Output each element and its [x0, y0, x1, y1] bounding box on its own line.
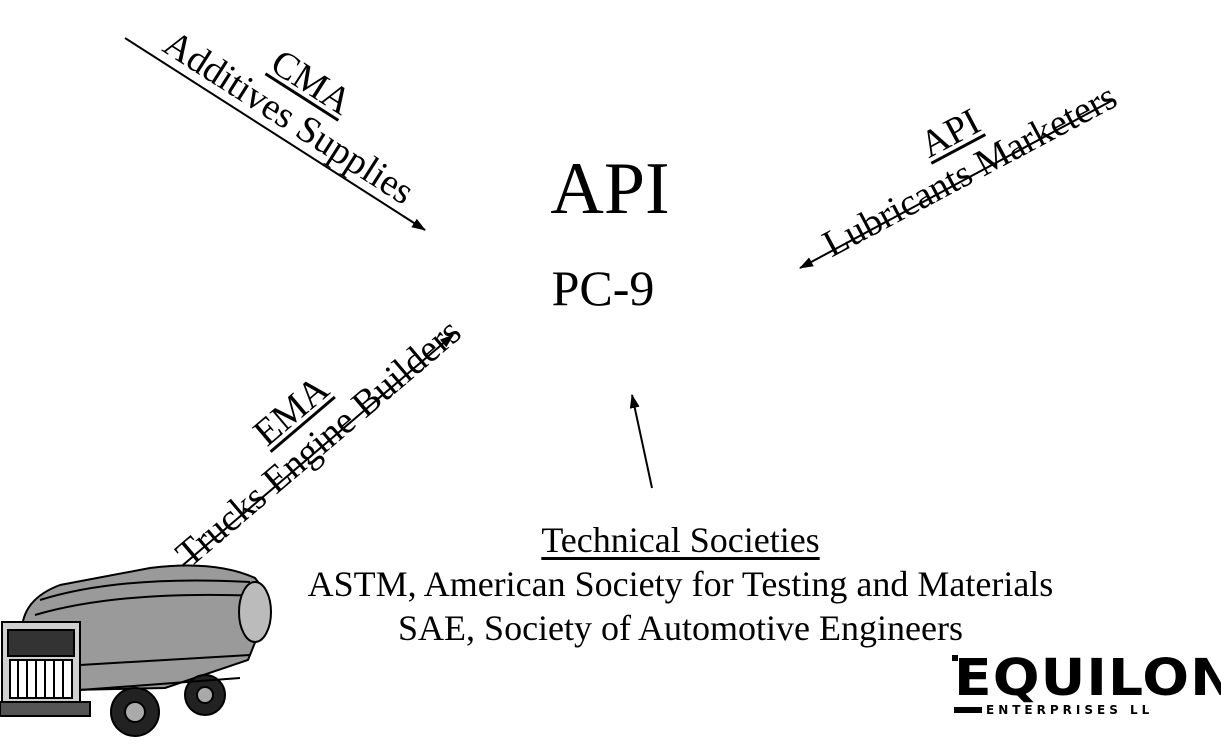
- arrow-cma-to-api: [124, 37, 426, 231]
- equilon-logo-tagline: ENTERPRISES LL: [986, 703, 1154, 717]
- logo-bar: [954, 707, 982, 713]
- equilon-logo-mark: [952, 655, 958, 661]
- technical-societies-line-1: ASTM, American Society for Testing and M…: [307, 564, 1054, 604]
- technical-societies-heading: Technical Societies: [0, 520, 1221, 560]
- equilon-logo-name: EQUILON: [954, 649, 1221, 708]
- center-subtitle: PC-9: [551, 260, 655, 316]
- technical-societies-heading-text: Technical Societies: [541, 520, 820, 560]
- equilon-logo-tagline-wrap: ENTERPRISES LL: [954, 703, 1216, 717]
- equilon-logo: EQUILON ENTERPRISES LL: [954, 653, 1221, 717]
- arrow-societies-to-api: [629, 394, 653, 489]
- arrow-ema-to-api: [182, 334, 454, 566]
- center-title: API: [550, 148, 670, 230]
- arrow-api-marketers-to-api: [799, 99, 1114, 269]
- technical-societies-line-2: SAE, Society of Automotive Engineers: [398, 608, 963, 648]
- tanker-truck-image: [0, 564, 272, 737]
